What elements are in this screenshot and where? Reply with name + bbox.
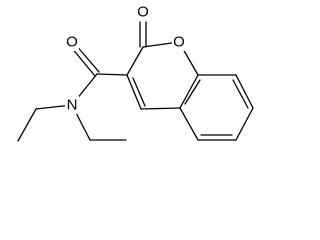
bond-amide-c3 [96,73,128,76]
chemical-structure: O O O N [17,3,254,142]
atom-n-amide: N [67,97,78,114]
bond-c7-c6 [235,107,254,141]
atom-labels: O O O N [65,3,186,114]
bond-c5-c4a [179,107,199,141]
bond-amide-c-o-1 [70,46,96,77]
bond-c3-c4-1 [126,74,142,110]
bond-lines [17,21,254,142]
atom-o-ring: O [173,34,185,51]
bond-c3-c2 [126,46,144,76]
atom-o-amide-carbonyl: O [66,34,78,51]
bond-c8-c7-2 [232,79,249,109]
bond-c3-c4-2 [132,77,146,107]
bond-c8-c7-1 [235,74,254,109]
bond-c4-c4a [140,107,181,110]
bond-c4a-c8a-2 [184,79,201,105]
atom-o-lactone-carbonyl: O [137,4,149,21]
bond-c4a-c8a-1 [179,74,199,109]
bond-ch2-ch3-left [17,108,37,142]
